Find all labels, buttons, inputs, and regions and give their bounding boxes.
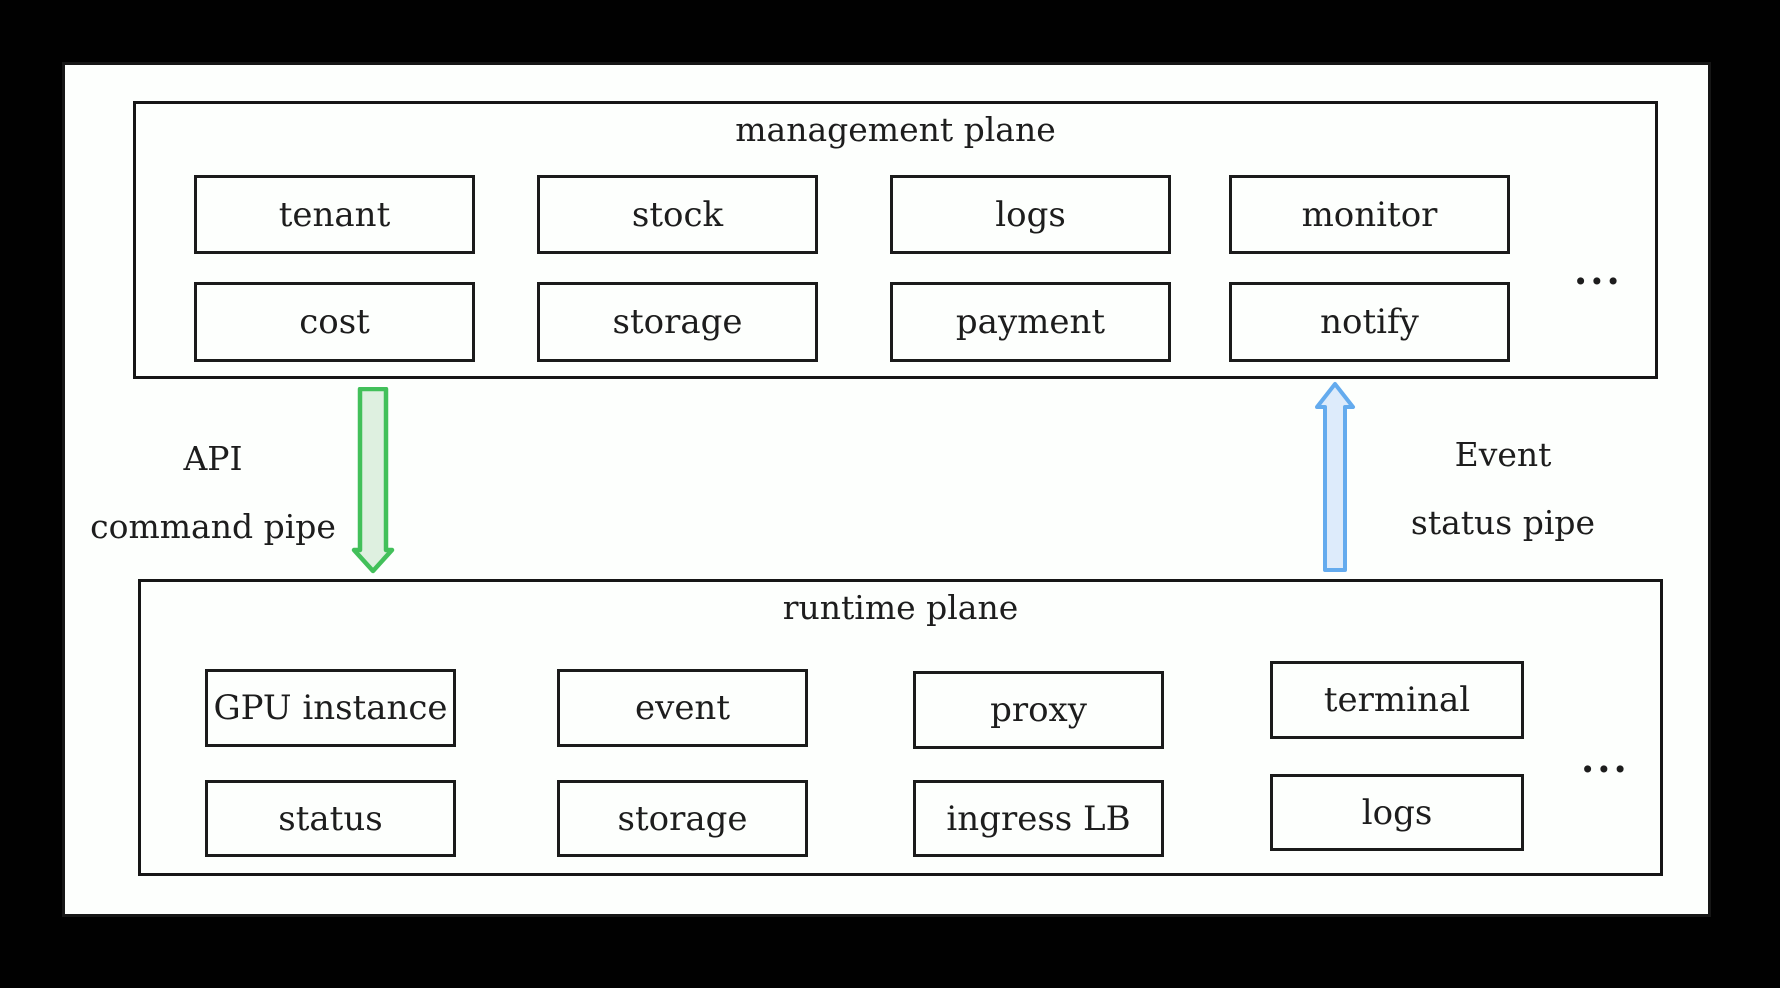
- command-pipe-label-line2: command pipe: [90, 507, 336, 546]
- status-pipe-arrow-shape: [1315, 382, 1355, 572]
- box-logs: logs: [890, 175, 1171, 254]
- box-gpu-instance: GPU instance: [205, 669, 456, 747]
- status-pipe-label-line2: status pipe: [1410, 503, 1596, 542]
- runtime-plane-title: runtime plane: [782, 588, 1019, 627]
- status-pipe-label-line1: Event: [1454, 435, 1552, 474]
- box-logs-rt: logs: [1270, 774, 1524, 851]
- box-terminal: terminal: [1270, 661, 1524, 739]
- box-storage: storage: [537, 282, 818, 362]
- management-ellipsis: ...: [1574, 248, 1623, 293]
- box-status: status: [205, 780, 456, 857]
- box-notify: notify: [1229, 282, 1510, 362]
- diagram-panel: management plane tenant stock logs monit…: [62, 62, 1711, 917]
- box-cost: cost: [194, 282, 475, 362]
- command-pipe-arrow-down-icon: [351, 387, 395, 574]
- box-storage-rt: storage: [557, 780, 808, 857]
- box-proxy: proxy: [913, 671, 1164, 749]
- box-stock: stock: [537, 175, 818, 254]
- box-payment: payment: [890, 282, 1171, 362]
- box-monitor: monitor: [1229, 175, 1510, 254]
- management-plane-title: management plane: [735, 110, 1056, 149]
- command-pipe-arrow-shape: [351, 387, 395, 574]
- runtime-plane-box: runtime plane GPU instance event proxy t…: [138, 579, 1663, 876]
- box-tenant: tenant: [194, 175, 475, 254]
- box-ingress-lb: ingress LB: [913, 780, 1164, 857]
- command-pipe-label: API command pipe: [33, 439, 393, 547]
- status-pipe-arrow-up-icon: [1315, 382, 1355, 572]
- command-pipe-label-line1: API: [183, 439, 243, 478]
- status-pipe-label: Event status pipe: [1353, 435, 1653, 543]
- box-event: event: [557, 669, 808, 747]
- runtime-ellipsis: ...: [1581, 736, 1630, 781]
- management-plane-box: management plane tenant stock logs monit…: [133, 101, 1658, 379]
